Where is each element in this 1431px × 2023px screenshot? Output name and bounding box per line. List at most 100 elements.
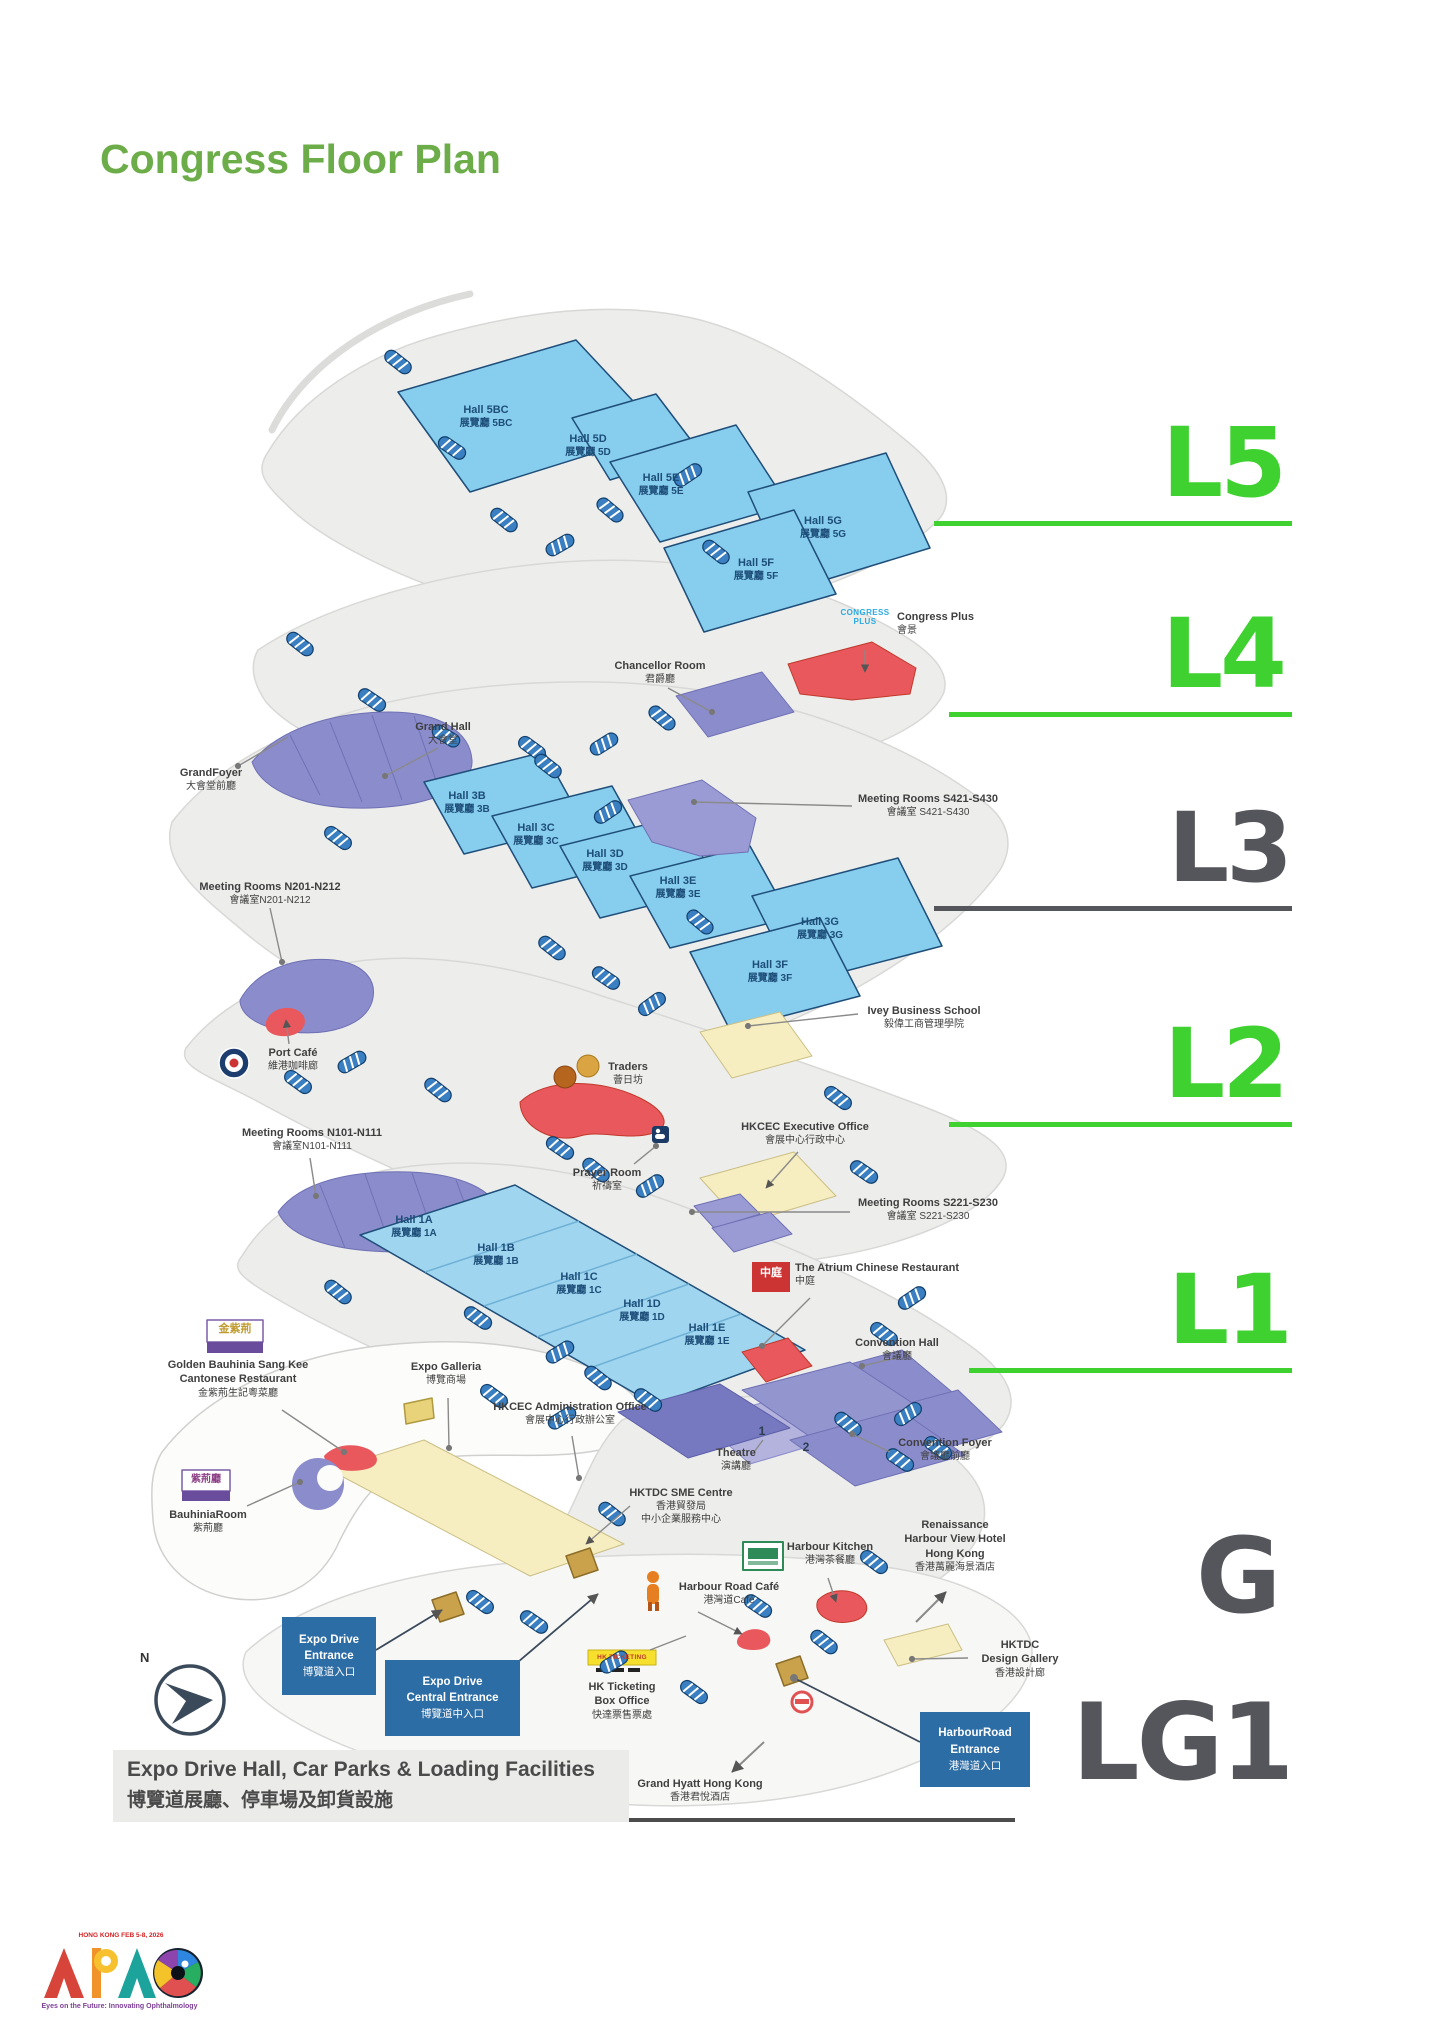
level-label-l3: L3 (1168, 792, 1293, 904)
meeting-rooms-s221-shape-a (693, 1193, 761, 1229)
level-label-l5: L5 (1162, 407, 1287, 519)
ivey-room-shape (699, 1011, 813, 1079)
level-label-lg1: LG1 (1072, 1681, 1294, 1804)
theatre-marker-2-label: 2 (802, 1440, 810, 1454)
level-line-l1 (969, 1368, 1292, 1373)
compass-north-label: N (140, 1650, 150, 1665)
compass-icon (154, 1664, 226, 1736)
golden-bauhinia-logo-label: 金紫荊 (218, 1323, 252, 1335)
meeting-rooms-n201-shape (239, 958, 374, 1034)
meeting-rooms-s421-shape (627, 779, 757, 857)
level-label-l1: L1 (1168, 1254, 1293, 1366)
hk-ticketing-logo-label: HK TICKETING (597, 1654, 647, 1661)
caption-text-en: Expo Drive Hall, Car Parks & Loading Fac… (127, 1758, 595, 1781)
grand-hall-shape (251, 711, 473, 809)
harbour-kitchen-red-shape (816, 1590, 868, 1623)
atrium-logo-shape (752, 1262, 790, 1292)
no-entry-icon (790, 1690, 814, 1714)
mascot-icon (647, 1571, 659, 1611)
bauhinia-room-logo-label: 紫荊廳 (191, 1474, 221, 1485)
level-line-l2 (949, 1122, 1292, 1127)
golden-bauhinia-red-shape (324, 1445, 377, 1471)
prayer-room-icon (652, 1126, 669, 1143)
congress-plus-shape (787, 641, 917, 701)
level-line-l3 (934, 906, 1292, 911)
theatre-marker-1-label: 1 (758, 1424, 766, 1438)
g-foyer-shape (789, 1409, 966, 1487)
meeting-rooms-s221-shape-b (711, 1211, 793, 1253)
level-line-l5 (934, 521, 1292, 526)
chancellor-room-shape (675, 671, 795, 738)
expo-galleria-portal-icon (403, 1397, 435, 1425)
floor-l5-bow-line (268, 290, 474, 434)
gate-icon-a (565, 1547, 599, 1579)
l3-rooms (251, 711, 943, 1079)
golden-bauhinia-logo-box (206, 1319, 264, 1353)
port-cafe-icon (218, 1047, 250, 1079)
harbour-kitchen-logo (742, 1541, 784, 1571)
level-label-g: G (1196, 1515, 1281, 1637)
expo-galleria-strip-shape (329, 1439, 625, 1577)
leader-lines (234, 650, 969, 1773)
page-title: Congress Floor Plan (100, 136, 501, 182)
floor-g-left (151, 1341, 646, 1601)
l4-rooms (675, 641, 917, 738)
bauhinia-room-logo-box (181, 1469, 231, 1501)
logo-tagline: Eyes on the Future: Innovating Ophthalmo… (41, 2003, 198, 2010)
apao-letters-graphic (44, 1948, 203, 1998)
level-line-l4 (949, 712, 1292, 717)
design-gallery-shape (883, 1623, 963, 1667)
level-label-l4: L4 (1162, 598, 1287, 710)
traders-logo-a (553, 1065, 577, 1089)
level-label-l2: L2 (1164, 1008, 1289, 1120)
hall-3f-shape (689, 917, 861, 1031)
traders-logo-b (576, 1054, 600, 1078)
cafe-red-shape (736, 1629, 771, 1650)
gate-icon-c (775, 1655, 809, 1687)
